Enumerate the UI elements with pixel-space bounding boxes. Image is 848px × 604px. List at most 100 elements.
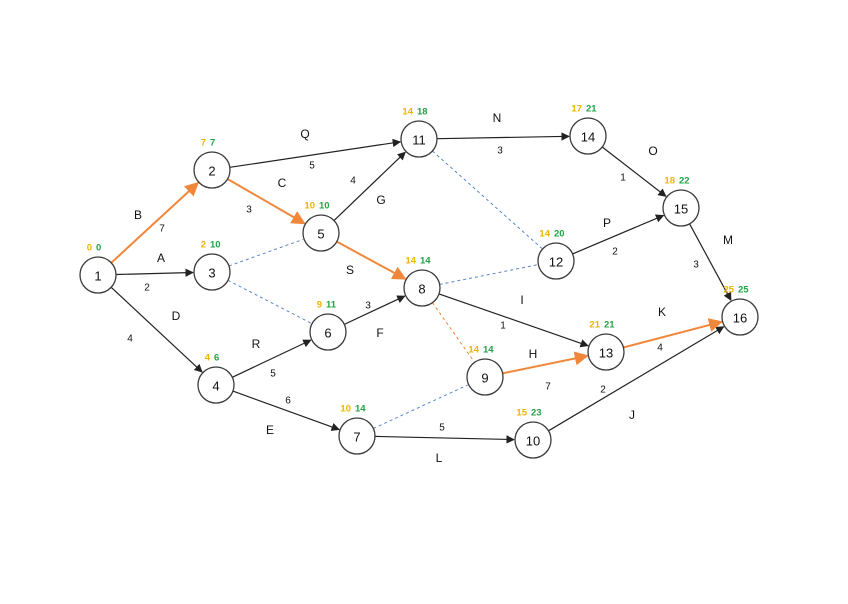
late-time-14: 21 xyxy=(586,104,597,115)
early-time-14: 17 xyxy=(571,104,582,115)
late-time-8: 14 xyxy=(420,256,431,267)
duration-label-15-16: 3 xyxy=(693,260,699,271)
late-time-12: 20 xyxy=(554,229,565,240)
node-label-11: 11 xyxy=(412,133,426,148)
node-label-10: 10 xyxy=(526,434,540,449)
node-circle-8 xyxy=(403,269,441,307)
node-circle-9 xyxy=(466,358,504,396)
edge-4-6 xyxy=(232,339,312,378)
node-label-7: 7 xyxy=(353,430,360,445)
duration-label-8-13: 1 xyxy=(500,321,506,332)
node-circle-10 xyxy=(514,421,552,459)
duration-label-7-10: 5 xyxy=(439,423,445,434)
activity-label-1-3: A xyxy=(157,251,165,265)
edge-4-7 xyxy=(232,390,340,431)
node-circle-2 xyxy=(193,151,231,189)
edge-6-8 xyxy=(344,295,406,325)
edge-12-15 xyxy=(572,214,665,255)
activity-label-14-15: O xyxy=(648,144,657,158)
activity-label-5-11: G xyxy=(376,193,385,207)
activity-label-4-7: E xyxy=(266,423,274,437)
activity-label-10-16: J xyxy=(629,408,635,422)
node-7: 7 10 14 xyxy=(338,404,376,455)
early-time-11: 14 xyxy=(402,107,413,118)
activity-label-1-2: B xyxy=(134,208,142,222)
late-time-2: 7 xyxy=(210,138,215,149)
late-time-9: 14 xyxy=(483,345,494,356)
edge-5-11 xyxy=(333,151,406,221)
node-11: 11 14 18 xyxy=(400,107,438,158)
early-time-4: 4 xyxy=(205,353,211,364)
node-label-16: 16 xyxy=(733,311,747,326)
node-label-2: 2 xyxy=(208,164,215,179)
duration-label-1-4: 4 xyxy=(127,334,133,345)
duration-label-1-2: 7 xyxy=(159,224,165,235)
late-time-16: 25 xyxy=(738,285,749,296)
node-3: 3 2 10 xyxy=(193,240,231,291)
edge-11-12 xyxy=(432,150,543,249)
edge-8-12 xyxy=(439,264,538,285)
node-circle-14 xyxy=(569,117,607,155)
early-time-1: 0 xyxy=(87,243,92,254)
late-time-6: 11 xyxy=(326,300,337,311)
node-label-9: 9 xyxy=(481,371,488,386)
activity-label-11-14: N xyxy=(493,111,502,125)
activity-label-13-16: K xyxy=(658,305,666,319)
early-time-2: 7 xyxy=(201,138,206,149)
node-9: 9 14 14 xyxy=(466,345,504,396)
node-label-15: 15 xyxy=(674,202,688,217)
activity-label-15-16: M xyxy=(723,233,733,247)
activity-label-2-5: C xyxy=(278,176,287,190)
edge-14-15 xyxy=(601,146,667,197)
duration-label-12-15: 2 xyxy=(612,247,618,258)
late-time-3: 10 xyxy=(210,240,221,251)
late-time-1: 0 xyxy=(96,243,101,254)
edge-10-16 xyxy=(548,326,725,432)
edge-8-13 xyxy=(438,293,589,348)
late-time-10: 23 xyxy=(531,408,542,419)
edge-2-11 xyxy=(229,138,402,168)
late-time-13: 21 xyxy=(604,320,615,331)
edge-11-14 xyxy=(436,132,570,141)
late-time-15: 22 xyxy=(679,176,690,187)
early-time-9: 14 xyxy=(468,345,479,356)
late-time-7: 14 xyxy=(355,404,366,415)
node-label-1: 1 xyxy=(94,269,101,284)
early-time-5: 10 xyxy=(304,201,315,212)
late-time-11: 18 xyxy=(417,107,428,118)
activity-label-5-8: S xyxy=(346,263,354,277)
early-time-10: 15 xyxy=(516,408,527,419)
early-time-16: 25 xyxy=(723,285,734,296)
duration-label-11-14: 3 xyxy=(497,146,503,157)
early-time-7: 10 xyxy=(340,404,351,415)
duration-label-4-6: 5 xyxy=(270,369,276,380)
node-circle-1 xyxy=(79,256,117,294)
early-time-3: 2 xyxy=(201,240,206,251)
node-label-3: 3 xyxy=(208,266,215,281)
duration-label-5-11: 4 xyxy=(350,176,356,187)
edge-3-6 xyxy=(227,279,312,324)
edge-8-9 xyxy=(431,302,475,362)
edge-1-2 xyxy=(110,181,200,264)
activity-label-12-15: P xyxy=(603,216,611,230)
edge-9-13 xyxy=(502,351,589,375)
node-circle-6 xyxy=(309,313,347,351)
activity-label-4-6: R xyxy=(252,337,261,351)
early-time-15: 18 xyxy=(664,176,675,187)
node-16: 16 25 25 xyxy=(721,285,759,336)
edge-3-5 xyxy=(228,238,304,267)
duration-label-2-5: 3 xyxy=(246,205,252,216)
node-circle-16 xyxy=(721,298,759,336)
late-time-4: 6 xyxy=(214,353,219,364)
node-circle-15 xyxy=(662,189,700,227)
edges-layer xyxy=(110,132,732,444)
